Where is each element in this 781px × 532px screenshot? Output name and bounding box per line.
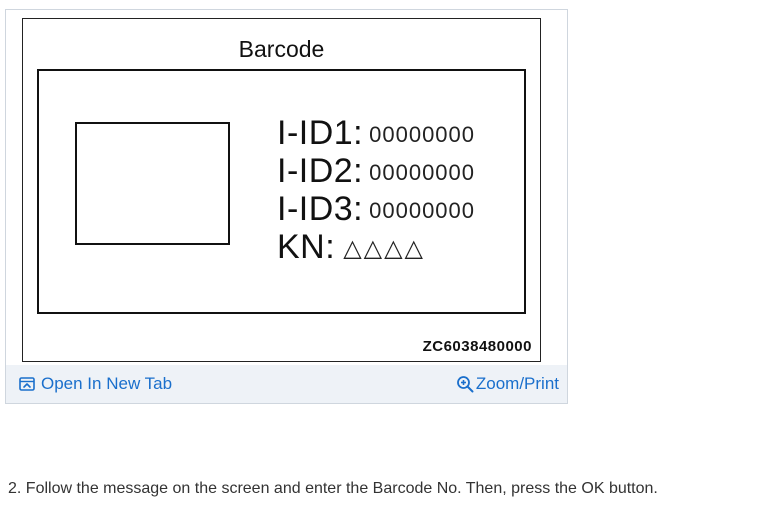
id-row-iid2: I-ID2:00000000 [277,152,475,190]
figure-footer: Open In New Tab Zoom/Print [6,365,567,403]
id-key: I-ID3: [277,190,364,228]
open-in-new-tab-label: Open In New Tab [41,374,173,393]
figure-title: Barcode [238,36,325,62]
zoom-print-label: Zoom/Print [475,374,559,393]
barcode-placeholder-box [75,122,230,245]
open-in-new-tab-icon [19,377,41,391]
id-value: 00000000 [369,160,476,185]
figure-frame: Barcode I-ID1:00000000 I-ID2:00000000 I-… [22,18,541,362]
id-lines: I-ID1:00000000 I-ID2:00000000 I-ID3:0000… [277,114,475,266]
kn-value: △△△△ [343,235,426,262]
id-row-kn: KN: △△△△ [277,228,475,266]
barcode-label-panel: I-ID1:00000000 I-ID2:00000000 I-ID3:0000… [37,69,526,314]
instruction-text: 2. Follow the message on the screen and … [8,480,658,497]
id-row-iid1: I-ID1:00000000 [277,114,475,152]
figure-code: ZC6038480000 [422,338,532,355]
id-value: 00000000 [369,122,476,147]
id-value: 00000000 [369,198,476,223]
id-key: KN: [277,228,336,266]
id-key: I-ID1: [277,114,364,152]
figure-card: Barcode I-ID1:00000000 I-ID2:00000000 I-… [5,9,568,404]
id-key: I-ID2: [277,152,364,190]
id-row-iid3: I-ID3:00000000 [277,190,475,228]
open-in-new-tab-link[interactable]: Open In New Tab [19,374,172,394]
zoom-print-link[interactable]: Zoom/Print [456,374,559,394]
zoom-in-icon [456,375,476,393]
